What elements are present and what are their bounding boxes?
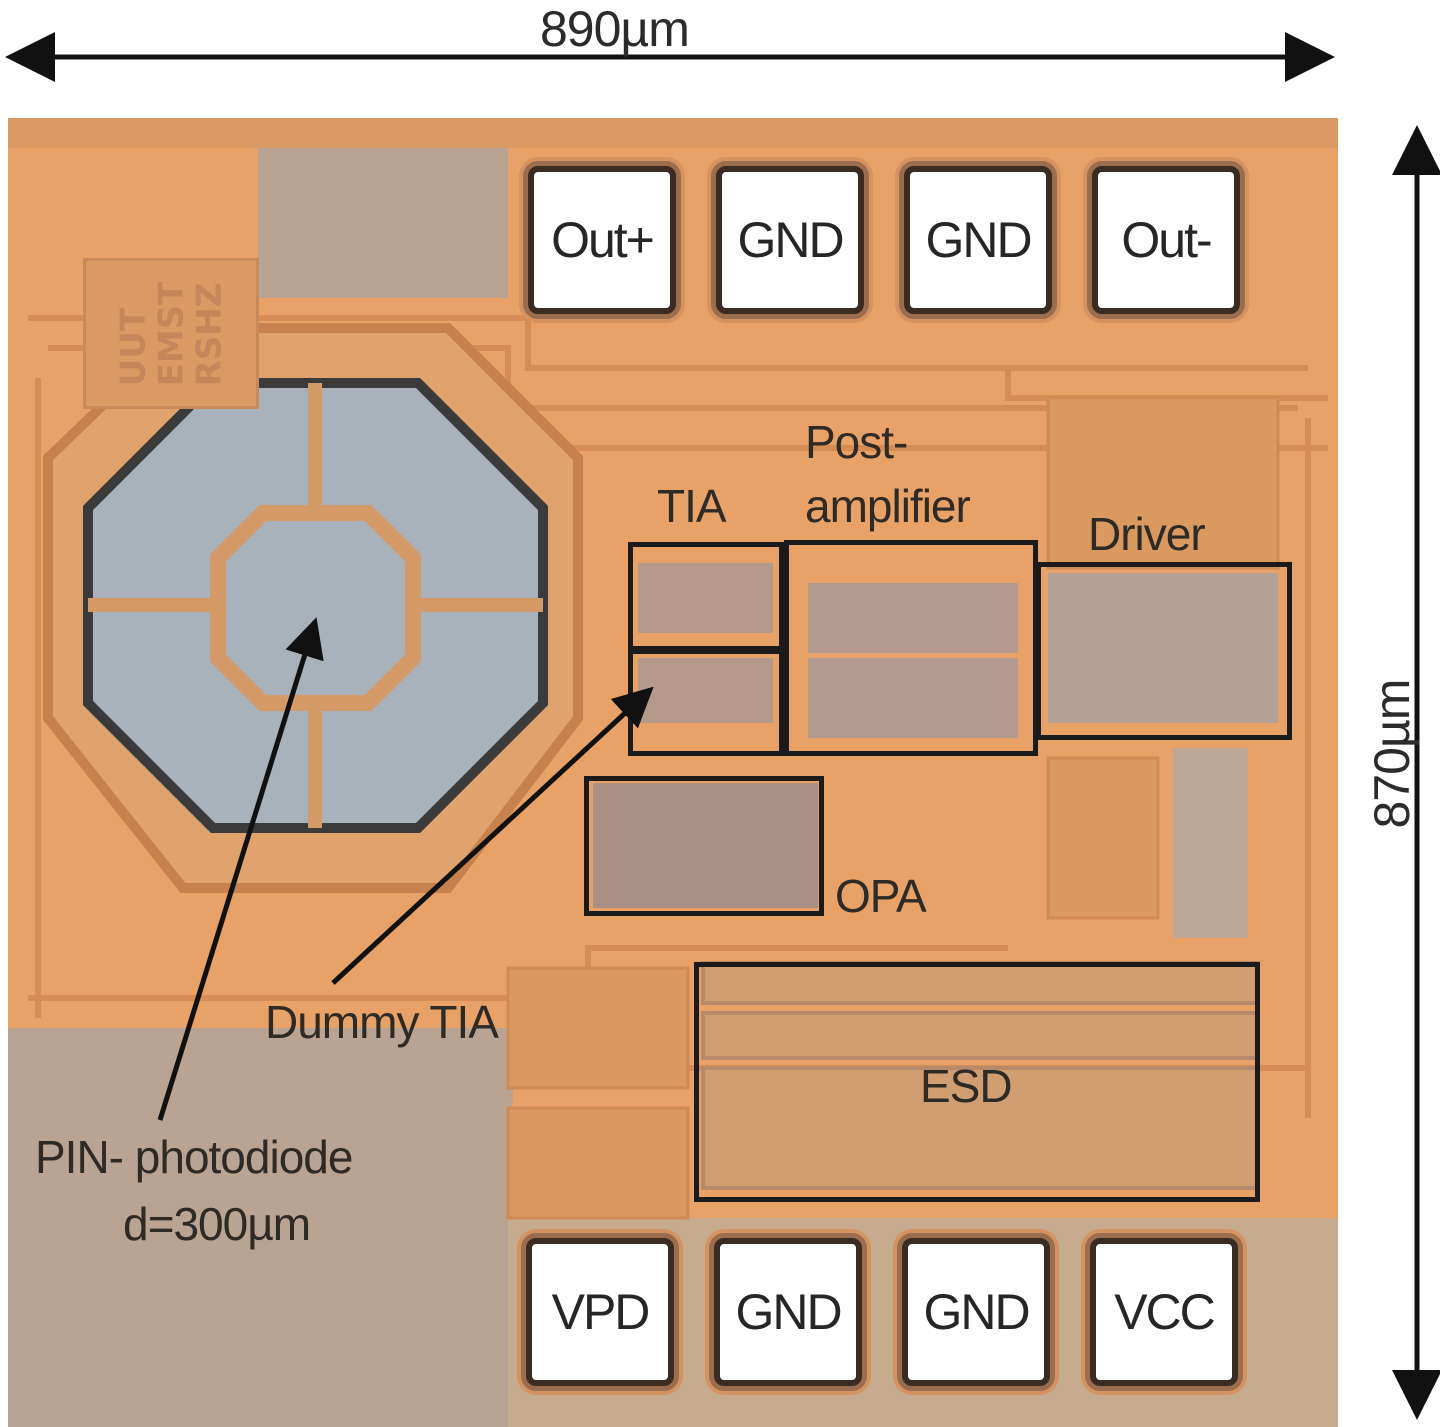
- post-amplifier-circuitry: [808, 583, 1018, 738]
- pad-gnd-bottom-2: GND: [902, 1238, 1050, 1386]
- driver-outline: [1036, 562, 1292, 740]
- pad-out-minus: Out-: [1092, 166, 1240, 314]
- pad-gnd-top-1: GND: [716, 166, 864, 314]
- chip-layout-artwork: [8, 118, 1338, 1427]
- esd-label: ESD: [920, 1060, 1013, 1112]
- esd-circuitry: [701, 961, 1260, 1190]
- institute-logo: UUT EMST RSHZ: [83, 258, 259, 409]
- top-strip: [8, 118, 1338, 148]
- pad-gnd-bottom-1: GND: [714, 1238, 862, 1386]
- esd-outline: [694, 962, 1260, 1202]
- opa-circuitry: [593, 783, 818, 908]
- photodiode-pointer-arrow: [157, 617, 324, 1121]
- photodiode-label: PIN- photodiode: [35, 1131, 353, 1183]
- tia-circuitry: [638, 563, 773, 723]
- width-dimension-label: 890µm: [540, 1, 690, 57]
- tia-label: TIA: [657, 480, 727, 532]
- right-edge-circuitry: [1173, 748, 1248, 938]
- photodiode-center-octagon: [210, 505, 421, 711]
- photodiode-diameter-label: d=300µm: [123, 1198, 311, 1250]
- post-amplifier-outline: [784, 540, 1038, 756]
- block-pads-background: [506, 396, 1280, 1220]
- opa-outline: [584, 776, 824, 916]
- gray-region-bottom-left: [8, 1028, 513, 1427]
- post-amplifier-label-line1: Post-: [805, 416, 908, 468]
- opa-label: OPA: [835, 870, 927, 922]
- pad-out-plus: Out+: [528, 166, 676, 314]
- post-amplifier-label-line2: amplifier: [805, 480, 971, 532]
- tia-outline: [628, 542, 784, 654]
- pad-vcc: VCC: [1090, 1238, 1238, 1386]
- driver-label: Driver: [1088, 508, 1206, 560]
- dummy-tia-pointer-arrow: [331, 686, 654, 985]
- pad-vpd: VPD: [526, 1238, 674, 1386]
- pad-gnd-top-2: GND: [904, 166, 1052, 314]
- chip-die: UUT EMST RSHZ: [8, 118, 1338, 1427]
- driver-circuitry: [1048, 573, 1278, 723]
- dummy-tia-label: Dummy TIA: [265, 996, 499, 1048]
